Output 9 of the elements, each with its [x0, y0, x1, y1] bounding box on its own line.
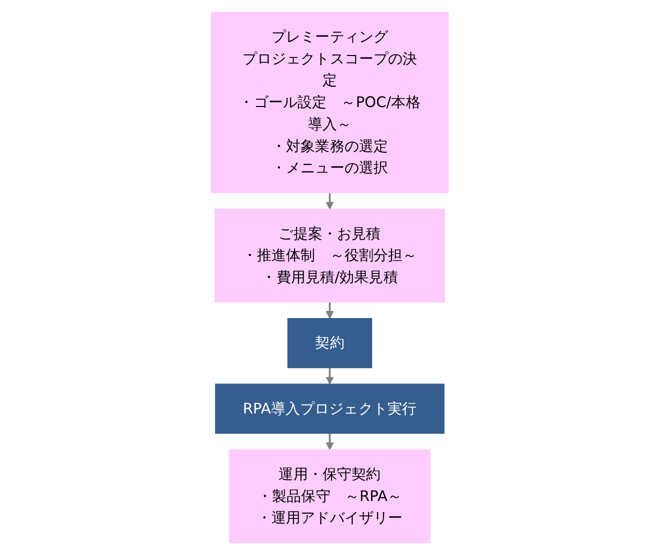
- node-box: RPA導入プロジェクト実行: [215, 384, 445, 434]
- node-box: 契約: [288, 318, 372, 368]
- arrow: [326, 302, 334, 319]
- node-box: 運用・保守契約 ・製品保守 ～RPA～ ・運用アドバイザリー: [229, 449, 431, 544]
- node-box: プレミーティング プロジェクトスコープの決定 ・ゴール設定 ～POC/本格導入～ ・対象業務の選定 ・メニューの選択: [211, 12, 449, 194]
- arrow: [326, 433, 334, 450]
- arrow: [326, 368, 334, 384]
- arrow: [326, 192, 334, 210]
- node-box: ご提案・お見積 ・推進体制 ～役割分担～ ・費用見積/効果見積: [214, 208, 446, 303]
